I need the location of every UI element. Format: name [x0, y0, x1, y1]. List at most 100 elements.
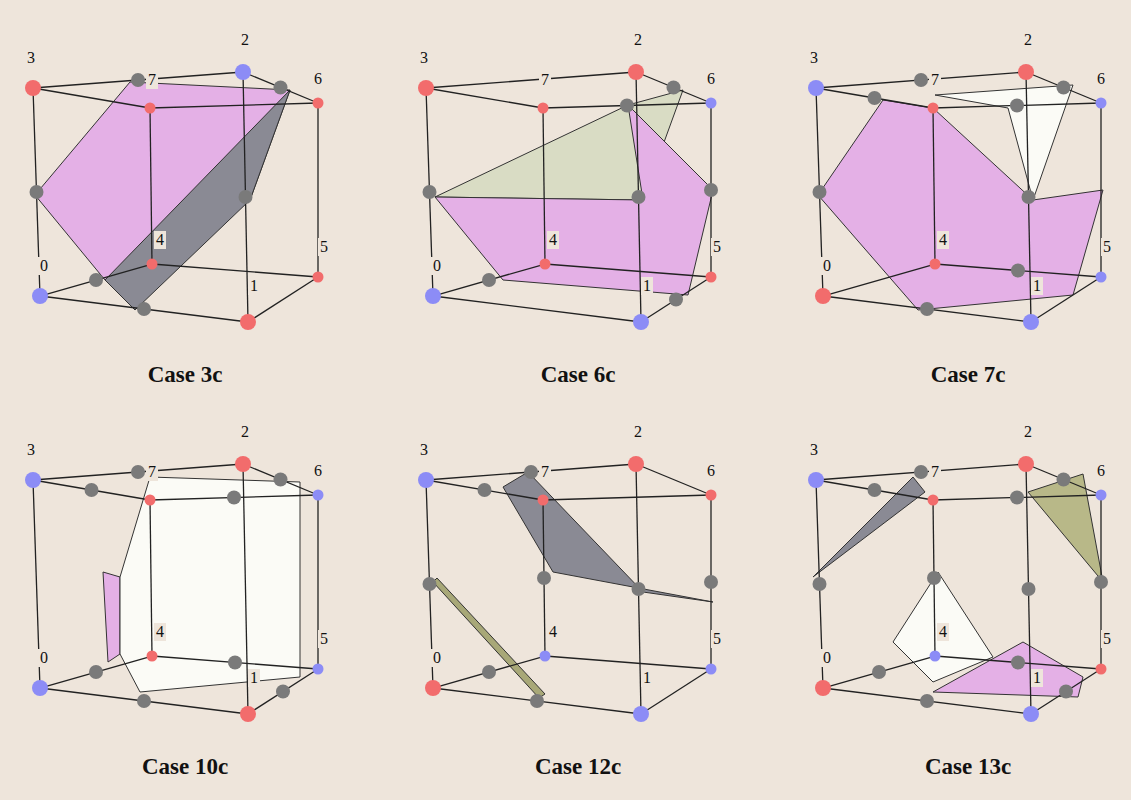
vertex-number: 6 — [312, 462, 324, 480]
vertex-number: 0 — [821, 649, 833, 667]
cube-vertex — [1023, 706, 1039, 722]
vertex-number: 7 — [146, 463, 158, 481]
vertex-number: 6 — [312, 70, 324, 88]
cube-edge — [150, 103, 318, 108]
cube-edge — [426, 72, 636, 88]
isosurface-patch — [103, 572, 120, 662]
vertex-number: 4 — [937, 231, 949, 249]
cube-vertex — [538, 495, 549, 506]
vertex-number: 2 — [1022, 31, 1034, 49]
cube-vertex — [313, 98, 324, 109]
intersection-dot — [276, 685, 290, 699]
cube-edge — [33, 72, 243, 88]
cube-vertex — [145, 103, 156, 114]
cube-edge — [1031, 277, 1101, 322]
intersection-dot — [482, 665, 496, 679]
cube-vertex — [240, 314, 256, 330]
vertex-number: 7 — [539, 463, 551, 481]
case-caption: Case 13c — [922, 754, 1014, 780]
isosurface-patch — [935, 85, 1073, 200]
intersection-dot — [669, 293, 683, 307]
cube-vertex — [425, 288, 441, 304]
vertex-number: 0 — [38, 257, 50, 275]
cube-edge — [823, 688, 1031, 714]
vertex-number: 0 — [38, 649, 50, 667]
cube-edge — [636, 464, 711, 495]
intersection-dot — [1011, 264, 1025, 278]
case-caption: Case 3c — [145, 362, 226, 388]
cube-vertex — [313, 664, 324, 675]
cube-edge — [40, 296, 248, 322]
cube-edge — [152, 656, 318, 669]
cube-vertex — [418, 472, 434, 488]
vertex-number: 2 — [632, 31, 644, 49]
intersection-dot — [478, 483, 492, 497]
intersection-dot — [524, 465, 538, 479]
intersection-dot — [1094, 575, 1108, 589]
vertex-number: 7 — [929, 71, 941, 89]
intersection-dot — [1057, 473, 1071, 487]
intersection-dot — [89, 665, 103, 679]
vertex-number: 6 — [1095, 462, 1107, 480]
cube-edge — [816, 464, 1026, 480]
case-caption: Case 6c — [538, 362, 619, 388]
cube-vertex — [815, 680, 831, 696]
intersection-dot — [667, 81, 681, 95]
cube-edge — [935, 264, 1101, 277]
cube-edge — [433, 296, 641, 322]
intersection-dot — [813, 577, 827, 591]
vertex-number: 3 — [25, 441, 37, 459]
case-caption: Case 10c — [139, 754, 231, 780]
intersection-dot — [423, 577, 437, 591]
isosurface-patch — [813, 477, 925, 577]
vertex-number: 0 — [431, 649, 443, 667]
cube-vertex — [32, 288, 48, 304]
cube-vertex — [1018, 64, 1034, 80]
cube-edge — [426, 480, 543, 500]
intersection-dot — [137, 302, 151, 316]
intersection-dot — [274, 81, 288, 95]
vertex-number: 4 — [154, 623, 166, 641]
cube-vertex — [930, 651, 941, 662]
cube-edge — [1026, 464, 1101, 495]
vertex-number: 1 — [641, 277, 653, 295]
vertex-number: 5 — [711, 238, 723, 256]
cube-vertex — [706, 272, 717, 283]
vertex-number: 0 — [821, 257, 833, 275]
cube-edge — [248, 669, 318, 714]
cube-edge — [248, 277, 318, 322]
intersection-dot — [137, 694, 151, 708]
intersection-dot — [30, 185, 44, 199]
cube-edge — [426, 464, 636, 480]
cube-edge — [935, 656, 1101, 669]
vertex-number: 1 — [248, 277, 260, 295]
cube-edge — [40, 656, 152, 688]
cube-edge — [150, 108, 152, 264]
cube-edge — [823, 656, 935, 688]
isosurface-patch — [818, 100, 1103, 310]
cube-vertex — [1018, 456, 1034, 472]
vertex-number: 5 — [1101, 630, 1113, 648]
cube-vertex — [808, 80, 824, 96]
cube-vertex — [425, 680, 441, 696]
cube-edge — [545, 264, 711, 277]
cube-edge — [543, 108, 545, 264]
cube-edge — [433, 656, 545, 688]
cube-vertex — [628, 64, 644, 80]
cube-vertex — [1096, 98, 1107, 109]
cube-vertex — [418, 80, 434, 96]
cube-vertex — [313, 490, 324, 501]
isosurface-patch — [435, 105, 713, 295]
cube-edge — [40, 688, 248, 714]
vertex-number: 4 — [547, 231, 559, 249]
intersection-dot — [1011, 656, 1025, 670]
vertex-number: 1 — [1031, 669, 1043, 687]
cube-edge — [636, 72, 711, 103]
isosurface-patch — [893, 572, 993, 682]
intersection-dot — [530, 694, 544, 708]
vertex-number: 6 — [705, 70, 717, 88]
intersection-dot — [704, 575, 718, 589]
cube-vertex — [235, 456, 251, 472]
vertex-number: 7 — [929, 463, 941, 481]
